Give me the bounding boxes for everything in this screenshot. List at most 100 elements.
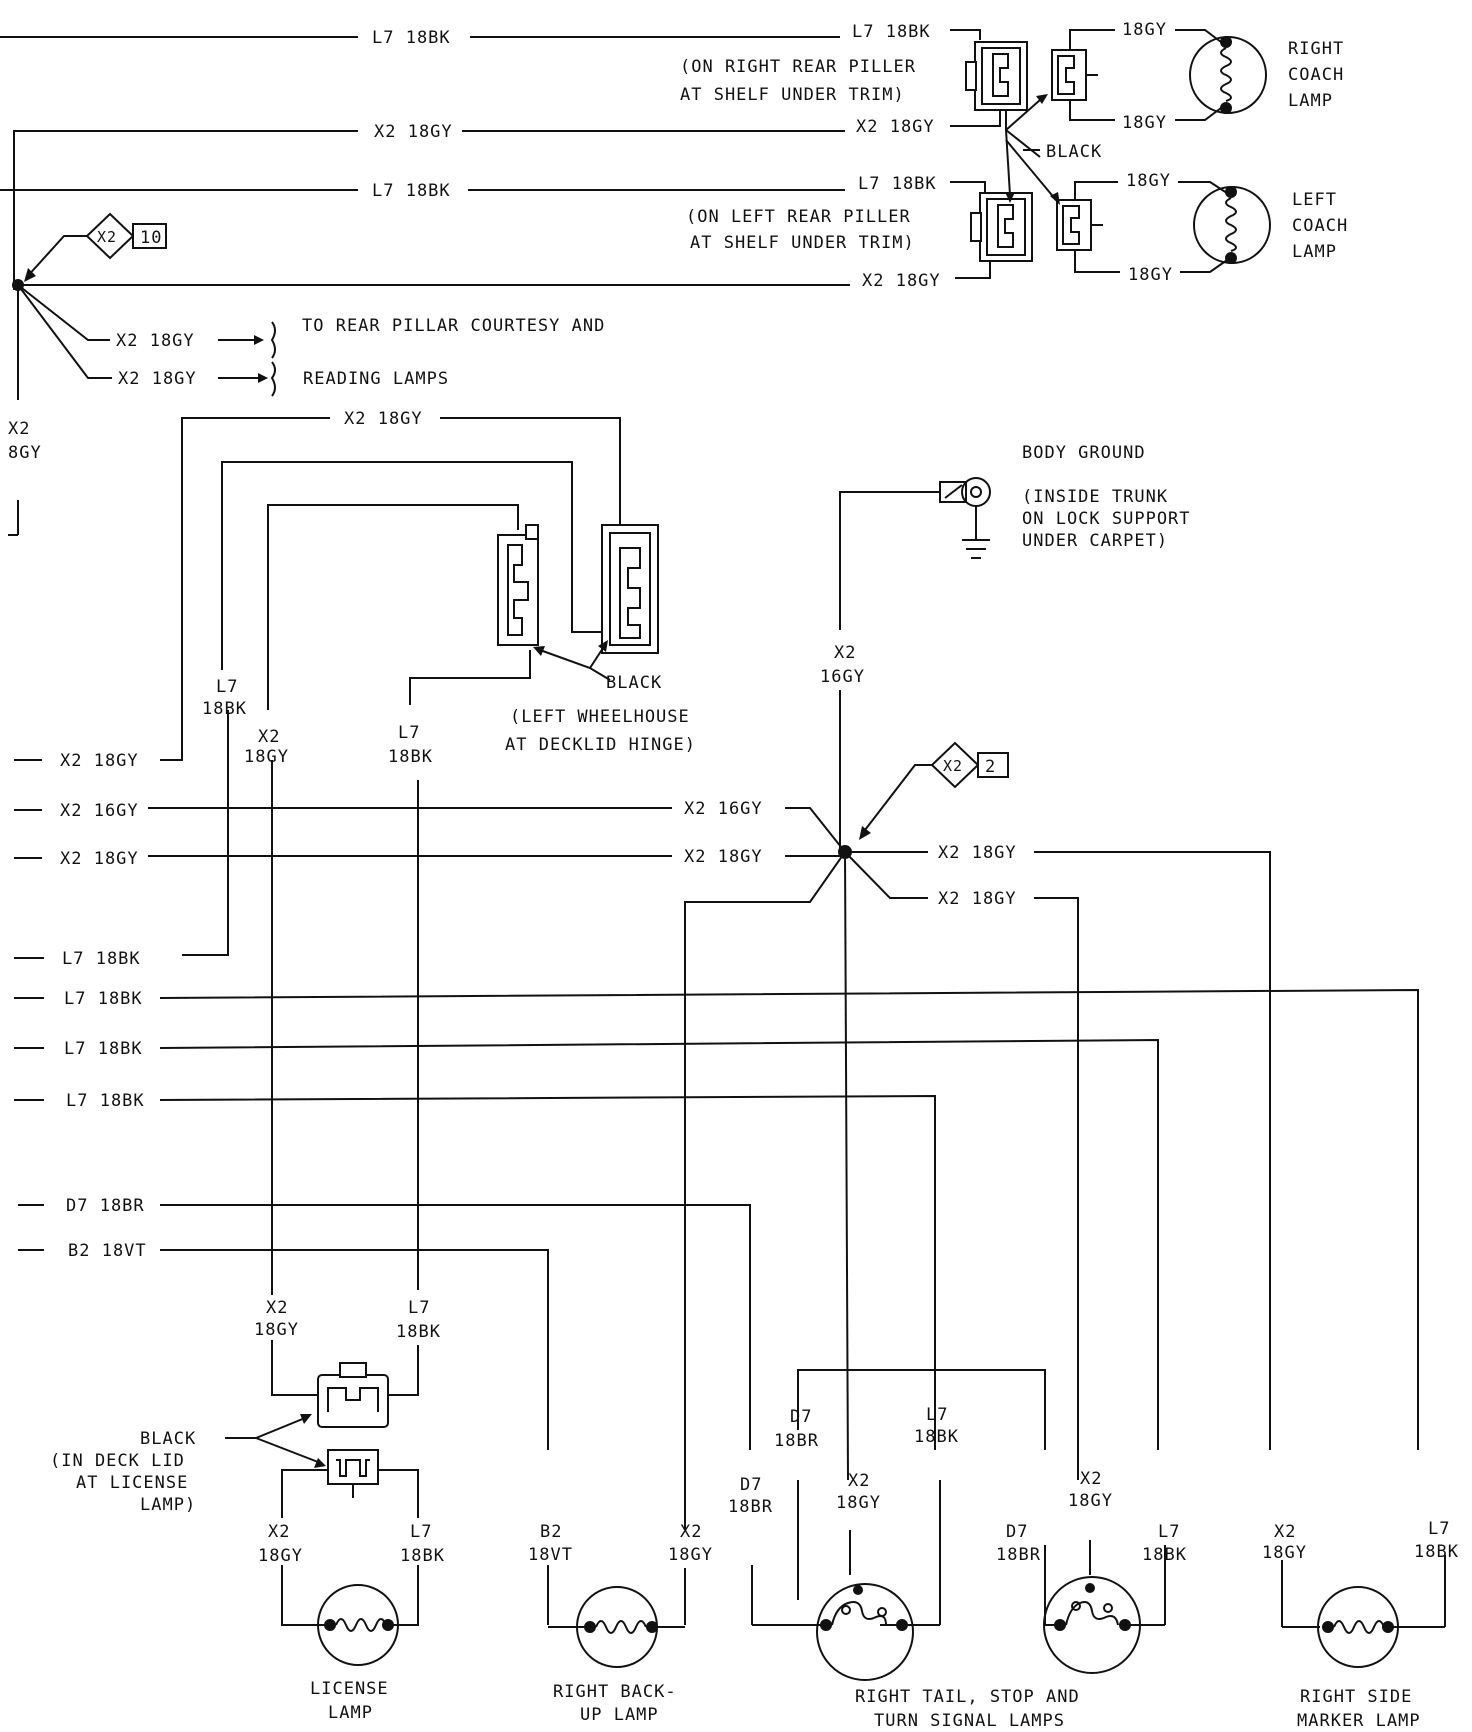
coach-right-note-2: AT SHELF UNDER TRIM) — [680, 85, 905, 105]
splice-diamond-2-label: X2 — [943, 757, 963, 775]
ground-note-3: UNDER CARPET) — [1022, 531, 1168, 551]
wheelhouse-black: BLACK — [606, 673, 662, 693]
body-ground-symbol — [839, 477, 991, 630]
label-x2-top1: X2 18GY — [374, 122, 453, 142]
row-label-4: L7 18BK — [62, 949, 141, 969]
right-coach-socket — [1051, 49, 1098, 101]
right-coach-lamp-symbol — [1189, 36, 1267, 114]
tail-br-b: 18BR — [996, 1545, 1041, 1565]
license-bk: 18BK — [400, 1546, 445, 1566]
splice-diamond-2-number: 2 — [985, 757, 996, 777]
marker-gy: 18GY — [1262, 1543, 1307, 1563]
marker-wiring — [1281, 1555, 1446, 1628]
backup-gy: 18GY — [668, 1545, 713, 1565]
marker-lamp-symbol — [1317, 1586, 1399, 1668]
license-note-2: AT LICENSE — [76, 1473, 188, 1493]
license-note-1: (IN DECK LID — [50, 1451, 185, 1471]
tail-d7-b: D7 — [1006, 1522, 1028, 1542]
tail-gy-a: 18GY — [836, 1493, 881, 1513]
row-label-9: B2 18VT — [68, 1241, 147, 1261]
coach-left-note-2: AT SHELF UNDER TRIM) — [690, 233, 915, 253]
label-l7-top2: L7 18BK — [372, 181, 451, 201]
license-name-2: LAMP — [328, 1703, 373, 1723]
marker-bk: 18BK — [1414, 1542, 1459, 1562]
left-row-wires — [14, 759, 1419, 1450]
splice-right-b: X2 18GY — [938, 889, 1017, 909]
wheelhouse-black-arrows — [533, 640, 611, 681]
tail-br-a: 18BR — [728, 1497, 773, 1517]
backup-b2: B2 — [540, 1522, 562, 1542]
coach-x2-left: X2 18GY — [862, 271, 941, 291]
row-label-8: D7 18BR — [66, 1196, 145, 1216]
row-label-3: X2 18GY — [60, 849, 139, 869]
wheelhouse-l7-a: L7 — [216, 677, 238, 697]
marker-x2: X2 — [1274, 1522, 1296, 1542]
tail-name-2: TURN SIGNAL LAMPS — [874, 1711, 1065, 1731]
tail-d7-a: D7 — [740, 1475, 762, 1495]
wheelhouse-l7c-b: 18BK — [388, 747, 433, 767]
coach-gy-rt-top: 18GY — [1122, 20, 1167, 40]
ground-x2: X2 — [834, 643, 856, 663]
row-label-2: X2 16GY — [60, 801, 139, 821]
tail-l7-upper: L7 — [926, 1405, 948, 1425]
wheelhouse-wires — [160, 417, 621, 956]
wheelhouse-connector-right — [601, 524, 659, 654]
wheelhouse-note-1: (LEFT WHEELHOUSE — [510, 707, 690, 727]
backup-name-1: RIGHT BACK- — [553, 1682, 677, 1702]
wheelhouse-x2-b: 18GY — [244, 747, 289, 767]
label-x2-reading2: X2 18GY — [118, 369, 197, 389]
tail-bk-upper: 18BK — [914, 1427, 959, 1447]
license-wiring — [225, 1340, 419, 1626]
right-coach-name-2: COACH — [1288, 65, 1344, 85]
tail-br-upper: 18BR — [774, 1431, 819, 1451]
row-label-7: L7 18BK — [66, 1091, 145, 1111]
mid-splice — [148, 690, 1271, 1530]
reading-lamps-line2: READING LAMPS — [303, 369, 449, 389]
backup-vt: 18VT — [528, 1545, 573, 1565]
ground-note-1: (INSIDE TRUNK — [1022, 487, 1168, 507]
label-edge-x2: X2 — [8, 419, 30, 439]
license-x2-top: X2 — [266, 1298, 288, 1318]
ground-gy: 16GY — [820, 667, 865, 687]
coach-right-note-1: (ON RIGHT REAR PILLER — [680, 57, 916, 77]
wheelhouse-l7c-a: L7 — [398, 723, 420, 743]
tail-x2-a: X2 — [848, 1471, 870, 1491]
tail-lamp-2-symbol — [1043, 1576, 1141, 1674]
label-l7-top: L7 18BK — [372, 28, 451, 48]
license-l7: L7 — [410, 1522, 432, 1542]
ground-title: BODY GROUND — [1022, 443, 1146, 463]
left-coach-socket — [1056, 199, 1103, 251]
wheelhouse-x2-top: X2 18GY — [344, 409, 423, 429]
license-l7-top: L7 — [408, 1298, 430, 1318]
left-coach-lamp-symbol — [1193, 186, 1271, 264]
license-gy: 18GY — [258, 1546, 303, 1566]
splice-diamond-x2-10: X2 10 — [85, 212, 167, 260]
wheelhouse-note-2: AT DECKLID HINGE) — [505, 735, 696, 755]
wheelhouse-connector-left — [497, 524, 539, 646]
splice-left-b: X2 18GY — [684, 847, 763, 867]
tail-bk-b: 18BK — [1142, 1545, 1187, 1565]
reading-lamps-line1: TO REAR PILLAR COURTESY AND — [302, 316, 605, 336]
left-coach-name-2: COACH — [1292, 216, 1348, 236]
labels: L7 18BK X2 18GY L7 18BK X2 18GY X2 18GY … — [8, 20, 1459, 1731]
right-coach-name-3: LAMP — [1288, 91, 1333, 111]
wheelhouse-l7-b: 18BK — [202, 699, 247, 719]
license-connector — [317, 1362, 389, 1498]
license-x2: X2 — [268, 1522, 290, 1542]
backup-wiring — [547, 1565, 686, 1625]
backup-x2: X2 — [680, 1522, 702, 1542]
license-bk-top: 18BK — [396, 1322, 441, 1342]
tail-name-1: RIGHT TAIL, STOP AND — [855, 1687, 1080, 1707]
coach-left-note-1: (ON LEFT REAR PILLER — [686, 207, 911, 227]
tail-d7-upper: D7 — [790, 1407, 812, 1427]
row-label-6: L7 18BK — [64, 1039, 143, 1059]
coach-black: BLACK — [1046, 142, 1102, 162]
splice-diamond-number: 10 — [140, 228, 162, 248]
label-x2-reading1: X2 18GY — [116, 331, 195, 351]
tail-x2-b: X2 — [1080, 1469, 1102, 1489]
tail-wiring — [751, 1369, 1166, 1626]
right-pillar-connector — [965, 41, 1028, 111]
wheelhouse-x2-a: X2 — [258, 727, 280, 747]
license-gy-top: 18GY — [254, 1320, 299, 1340]
